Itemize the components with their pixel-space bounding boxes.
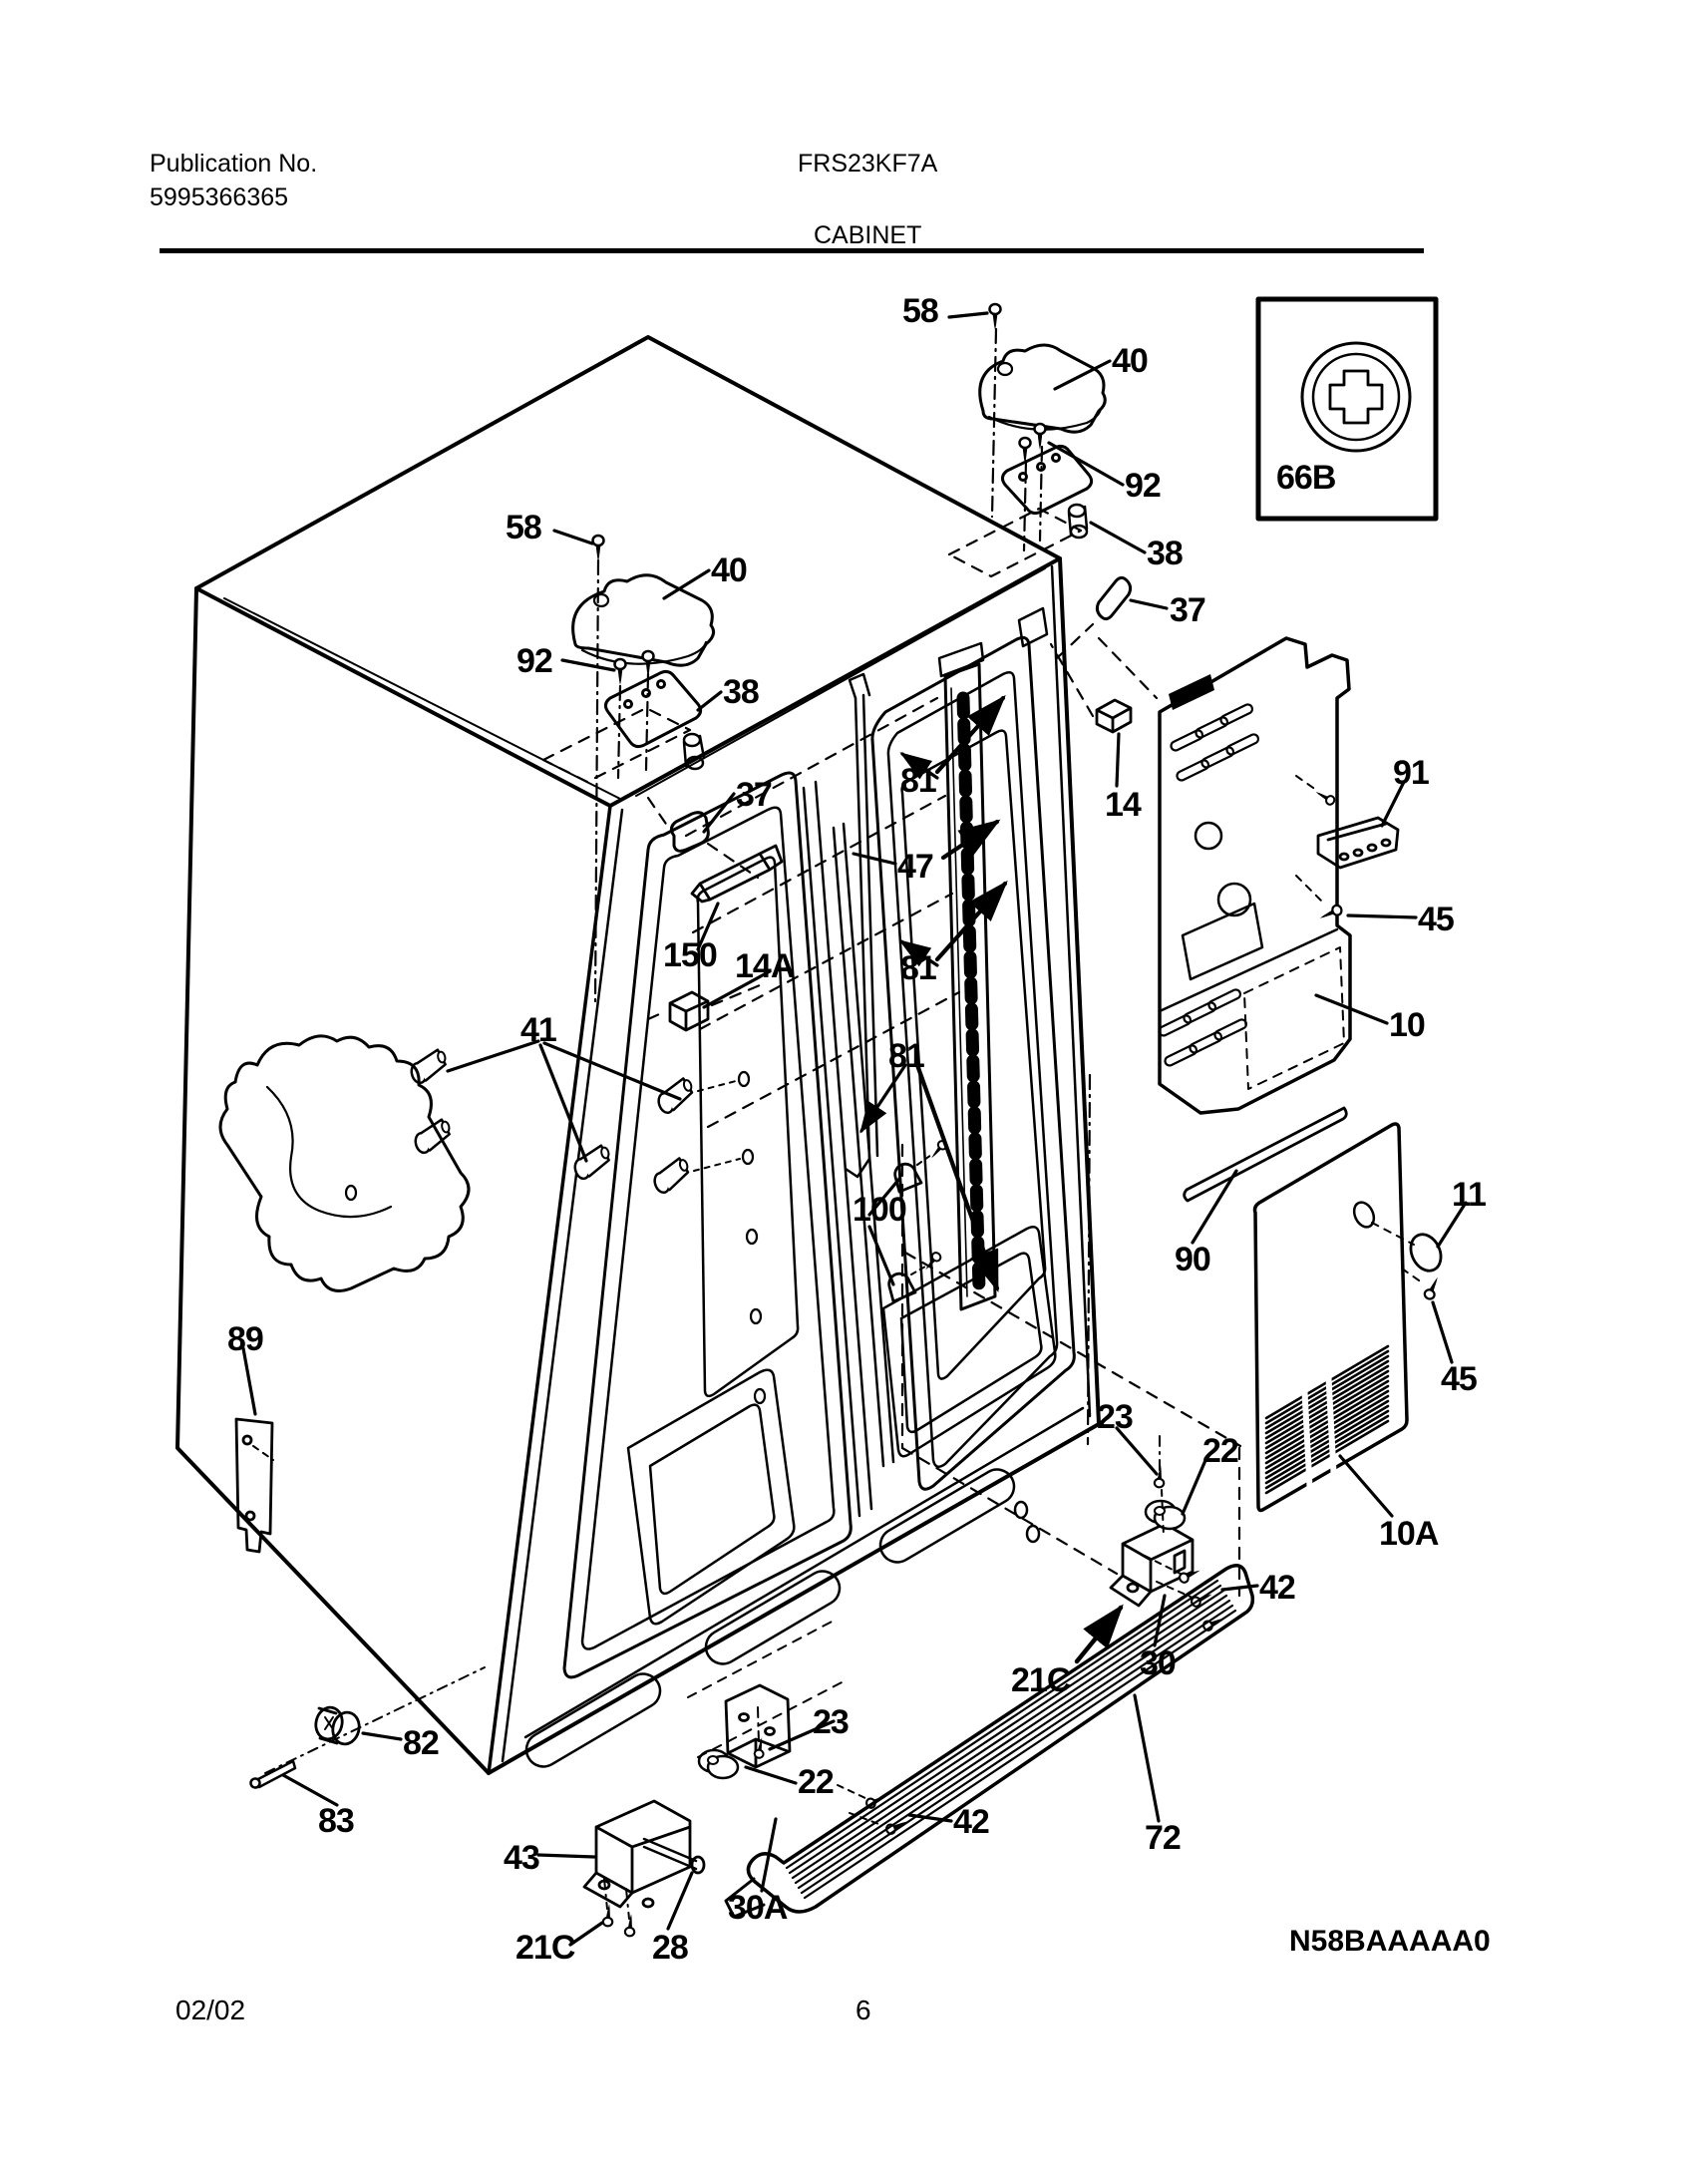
part-label-82: 82 — [403, 1724, 440, 1762]
shelf-rails — [844, 641, 997, 1311]
part-label-30a: 30A — [728, 1889, 788, 1927]
bracket-91 — [1295, 775, 1400, 870]
center-mullion — [802, 780, 895, 1518]
fresh-food-opening — [870, 606, 1076, 1491]
part-label-14: 14 — [1105, 786, 1142, 824]
construction-lines — [593, 327, 1092, 1446]
part-label-22-left: 22 — [798, 1763, 835, 1801]
part-label-37-left: 37 — [736, 776, 773, 814]
hinge-pin-37-right — [1095, 575, 1133, 621]
liner-back-walls — [696, 729, 1047, 1398]
part-label-47: 47 — [897, 848, 934, 886]
grille-hatch — [1264, 1327, 1390, 1499]
part-label-41: 41 — [520, 1011, 557, 1049]
axle-screw-83 — [249, 1666, 486, 1789]
part-label-11: 11 — [1452, 1176, 1487, 1214]
part-label-58-top: 58 — [902, 292, 939, 330]
leveling-bracket-43 — [582, 1799, 706, 1938]
part-label-38-left: 38 — [723, 673, 760, 711]
part-label-14a: 14A — [735, 947, 795, 985]
kick-plate-72 — [724, 1564, 1255, 1919]
part-label-40-top: 40 — [1112, 342, 1149, 380]
part-label-21c-mid: 21C — [1011, 1661, 1071, 1699]
part-label-40-left: 40 — [711, 551, 748, 589]
shoulder-bolts — [406, 1046, 741, 1197]
rear-panel-10a — [1252, 1122, 1444, 1513]
sill-vent-slots — [524, 1468, 1041, 1768]
shelf-position-dashes — [684, 696, 961, 1129]
part-label-66b: 66B — [1276, 459, 1336, 497]
publication-label: Publication No. — [150, 150, 318, 178]
part-label-81-lower: 81 — [888, 1037, 925, 1075]
shelf-clips-100 — [887, 1138, 950, 1303]
insulation-pad — [218, 1034, 471, 1292]
top-right-hinge-set — [978, 302, 1133, 621]
roller-82 — [314, 1705, 361, 1746]
projection-dashes — [541, 507, 1242, 1598]
vent-slats — [1158, 703, 1260, 1067]
part-label-21c-bottom: 21C — [515, 1929, 575, 1967]
bottom-pans — [626, 1225, 1057, 1626]
part-label-37-top: 37 — [1170, 591, 1206, 629]
trim-strip-90 — [1183, 1106, 1348, 1203]
part-label-42-left: 42 — [953, 1803, 990, 1841]
hinge-plate-38-right — [1000, 444, 1094, 516]
part-label-22-right: 22 — [1202, 1432, 1239, 1470]
part-label-92-top: 92 — [1125, 467, 1162, 505]
part-label-23-left: 23 — [813, 1703, 850, 1741]
part-label-91: 91 — [1393, 754, 1430, 792]
part-label-81-upper: 81 — [900, 762, 937, 800]
header-rule — [160, 248, 1424, 253]
part-label-42-right: 42 — [1259, 1569, 1296, 1607]
part-label-100: 100 — [853, 1191, 907, 1229]
air-duct-panel-10 — [1158, 636, 1352, 1115]
part-label-72: 72 — [1145, 1819, 1182, 1857]
rail-slot-column — [956, 691, 986, 1295]
freezer-opening — [562, 771, 853, 1679]
part-label-38-top: 38 — [1147, 535, 1184, 572]
side-bracket-89 — [234, 1417, 274, 1554]
top-left-hinge-set — [571, 534, 784, 1032]
part-label-43: 43 — [504, 1839, 540, 1877]
bracket-150 — [690, 844, 784, 904]
clip-14a — [668, 990, 710, 1032]
part-label-58-left: 58 — [506, 509, 542, 546]
wall-holes — [344, 1070, 767, 1405]
part-label-45-lower: 45 — [1441, 1360, 1478, 1398]
part-label-28: 28 — [652, 1929, 689, 1967]
part-label-23-right: 23 — [1097, 1398, 1134, 1436]
leader-lines — [241, 311, 1468, 1947]
clip-14 — [1095, 698, 1133, 734]
section-title: CABINET — [814, 221, 922, 249]
grommet-37-left — [669, 811, 710, 853]
hinge-plate-38-left — [603, 669, 703, 749]
part-label-150: 150 — [663, 936, 718, 974]
diagram-code: N58BAAAAA0 — [1289, 1925, 1491, 1958]
footer-page-number: 6 — [855, 1995, 871, 2025]
part-label-10a: 10A — [1379, 1515, 1439, 1553]
kick-plate-ribs — [785, 1579, 1237, 1900]
front-roller-bracket-30 — [1109, 1435, 1227, 1634]
part-label-30: 30 — [1140, 1644, 1177, 1682]
part-label-92-left: 92 — [516, 642, 553, 680]
publication-number: 5995366365 — [150, 183, 289, 211]
inset-66b — [1255, 296, 1439, 522]
footer-date: 02/02 — [175, 1995, 246, 2025]
part-label-90: 90 — [1175, 1241, 1211, 1278]
part-label-81-mid: 81 — [900, 949, 937, 987]
part-label-45-upper: 45 — [1418, 901, 1455, 938]
model-number: FRS23KF7A — [798, 150, 938, 178]
part-label-10: 10 — [1389, 1006, 1426, 1044]
hinge-cover-40-left — [571, 573, 716, 667]
hinge-cover-40-right — [978, 343, 1107, 434]
part-label-83: 83 — [318, 1802, 355, 1840]
part-label-89: 89 — [227, 1320, 264, 1358]
